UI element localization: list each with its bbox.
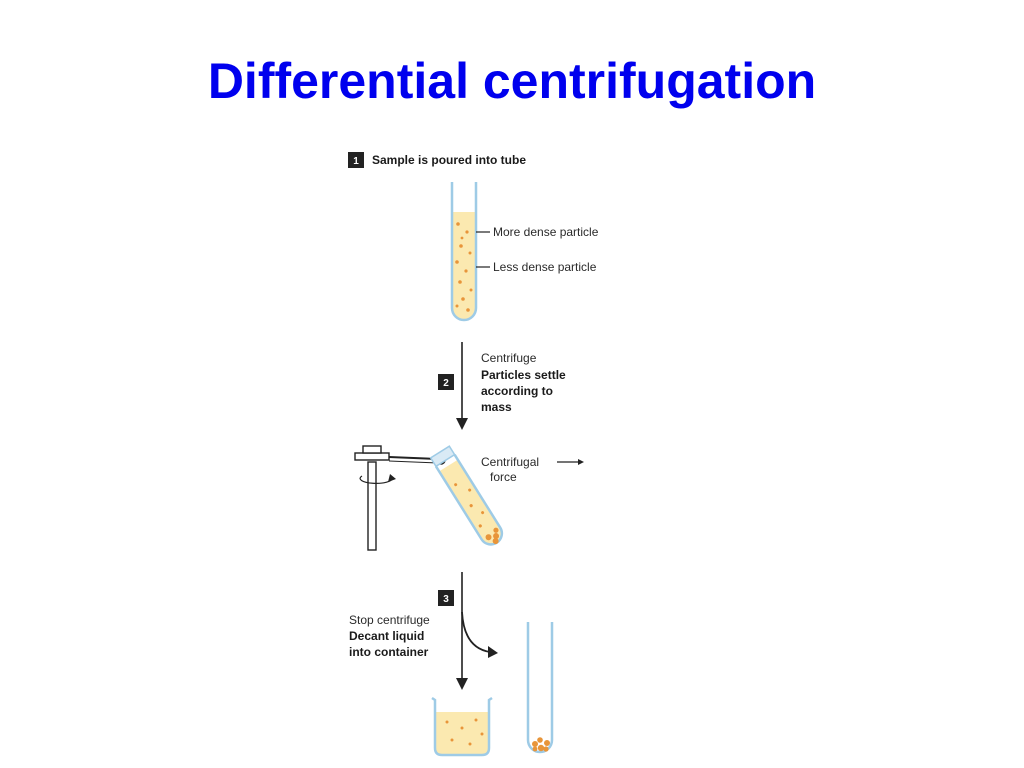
slide-title: Differential centrifugation — [207, 53, 817, 109]
force-line-1: Centrifugal — [481, 455, 539, 469]
step-1-badge — [348, 152, 364, 168]
step-2-line-1: Centrifuge — [481, 351, 537, 365]
arrow-down-2 — [456, 572, 498, 690]
more-dense-label: More dense particle — [493, 225, 599, 239]
step-3-number: 3 — [443, 594, 449, 605]
step-2-line-4: mass — [481, 400, 512, 414]
step-1: 1 Sample is poured into tube — [348, 152, 526, 168]
test-tube-2-tilted — [429, 445, 504, 546]
step-2: 2 Centrifuge Particles settle according … — [438, 351, 566, 414]
step-1-number: 1 — [353, 156, 359, 167]
centrifuge-rotor — [354, 445, 446, 551]
step-3: 3 Stop centrifuge Decant liquid into con… — [349, 590, 454, 659]
less-dense-label: Less dense particle — [493, 260, 597, 274]
centrifugal-force-label: Centrifugal force — [481, 455, 584, 484]
particles-tube-1 — [455, 222, 473, 312]
step-3-line-3: into container — [349, 645, 429, 659]
step-2-badge — [438, 374, 454, 390]
test-tube-3-pellet — [526, 622, 554, 754]
test-tube-1: More dense particle Less dense particle — [450, 182, 599, 322]
particles-beaker — [445, 718, 484, 746]
step-3-badge — [438, 590, 454, 606]
decant-arrow-icon — [461, 611, 491, 653]
step-2-line-2: Particles settle — [481, 368, 566, 382]
arrow-down-1 — [456, 342, 468, 430]
step-2-line-3: according to — [481, 384, 553, 398]
beaker — [431, 696, 493, 757]
pellet — [532, 737, 550, 752]
step-3-line-1: Stop centrifuge — [349, 613, 430, 627]
step-2-number: 2 — [443, 378, 449, 389]
particles-tube-2 — [454, 483, 500, 545]
step-1-caption: Sample is poured into tube — [372, 153, 526, 167]
step-3-line-2: Decant liquid — [349, 629, 424, 643]
force-line-2: force — [490, 470, 517, 484]
